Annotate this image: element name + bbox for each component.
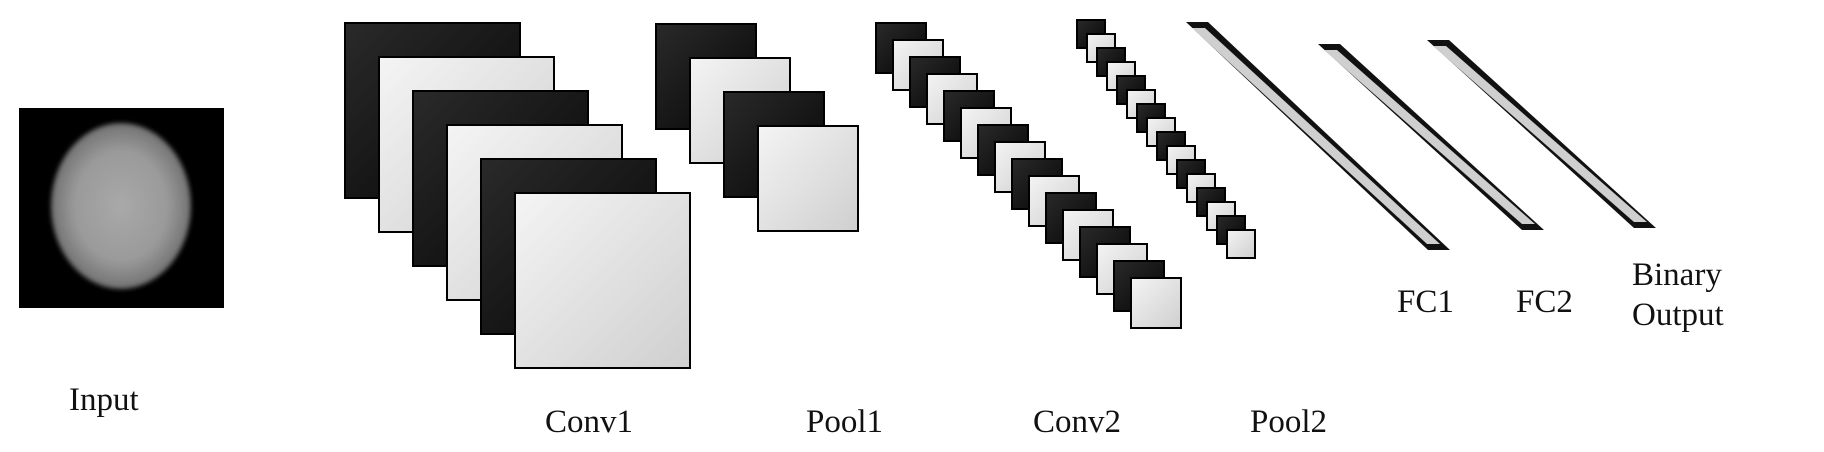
conv2-feature-map <box>1130 277 1182 329</box>
output-bar <box>1427 40 1656 228</box>
input-image <box>19 108 224 308</box>
output-label-line2: Output <box>1632 296 1724 333</box>
output-label: Binary Output <box>1632 256 1724 335</box>
input-label: Input <box>69 382 139 418</box>
conv2-label: Conv2 <box>1033 404 1122 440</box>
conv1-label: Conv1 <box>545 404 634 440</box>
pool2-stack <box>1076 19 1256 259</box>
pool1-stack <box>655 23 859 232</box>
output-label-line1: Binary <box>1632 257 1722 293</box>
pool2-label: Pool2 <box>1250 404 1328 440</box>
fc1-bar <box>1186 22 1450 250</box>
conv2-stack <box>875 22 1182 329</box>
conv1-feature-map <box>514 192 691 369</box>
pool1-feature-map <box>757 125 859 232</box>
fc2-label: FC2 <box>1516 284 1573 320</box>
fc2-bar <box>1318 44 1544 230</box>
fc1-label: FC1 <box>1397 284 1454 320</box>
pool2-feature-map <box>1226 229 1256 259</box>
pool1-label: Pool1 <box>806 404 884 440</box>
conv1-stack <box>344 22 691 369</box>
